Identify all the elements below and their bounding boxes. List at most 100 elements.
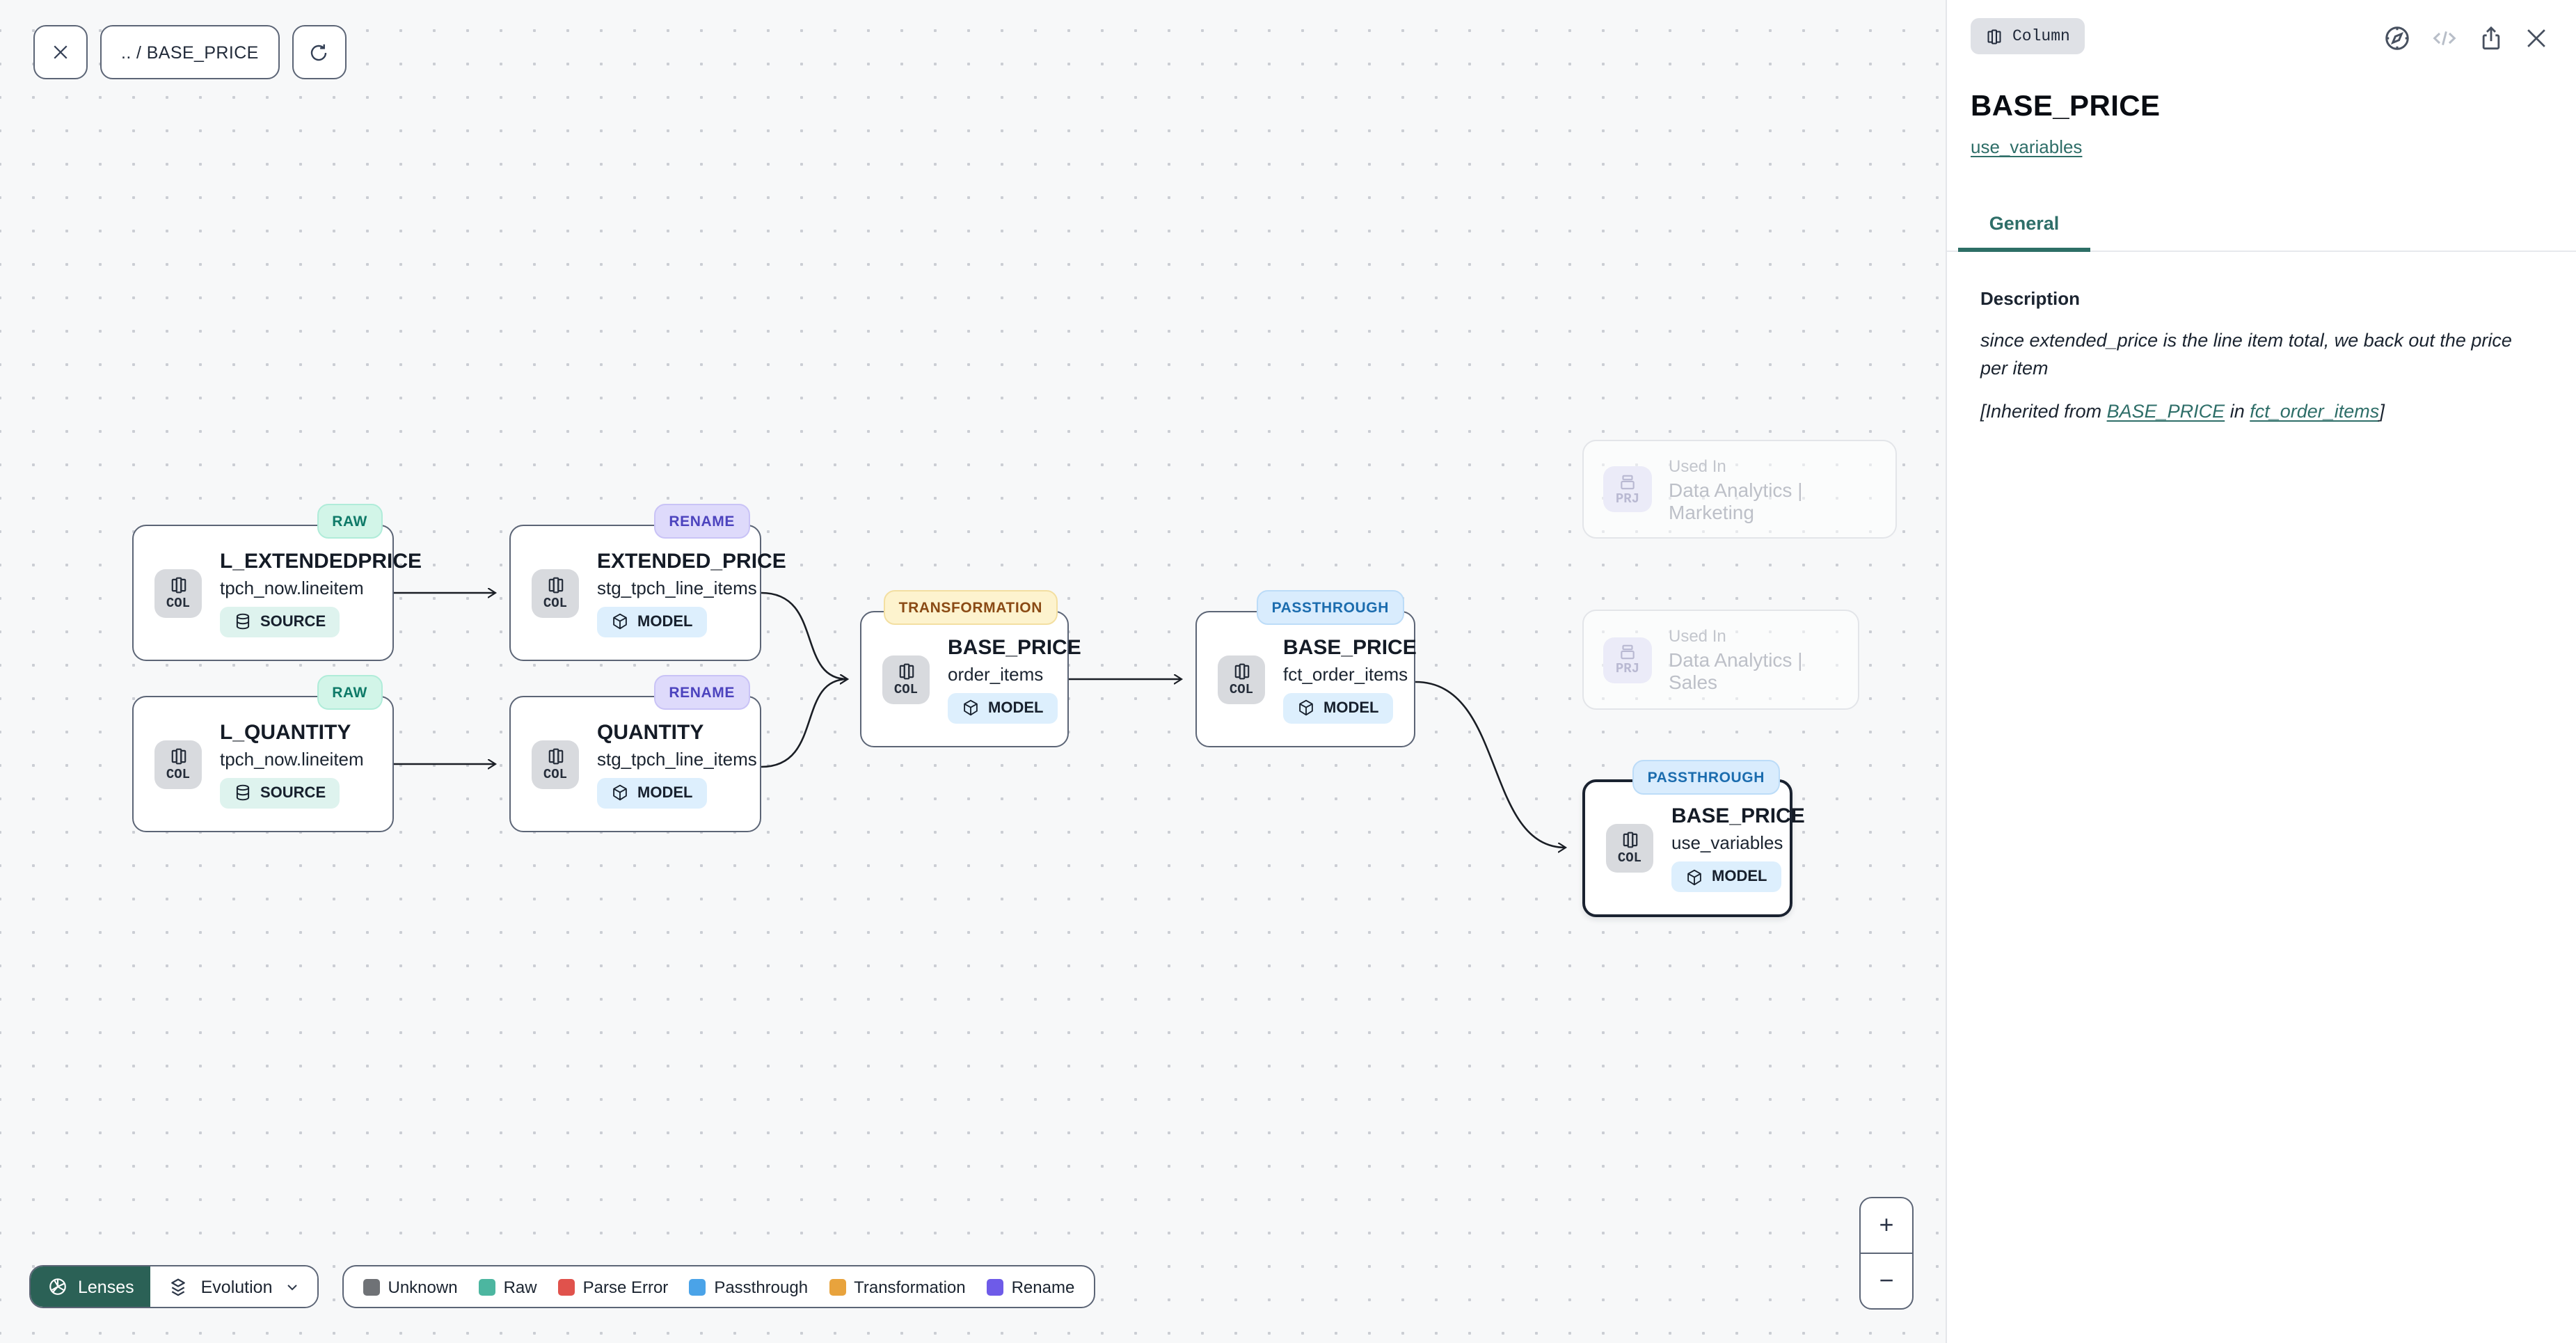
node-title: EXTENDED_PRICE	[597, 549, 740, 573]
column-title: BASE_PRICE	[1971, 90, 2551, 124]
legend-swatch	[987, 1278, 1003, 1295]
entity-type-label: Column	[2012, 27, 2070, 45]
view-code-button[interactable]	[2430, 24, 2459, 53]
column-type-label: COL	[166, 766, 190, 781]
lineage-canvas[interactable]: .. / BASE_PRICE RAW COL L_EXTENDEDPRICE …	[0, 0, 1946, 1343]
project-type-icon: PRJ	[1603, 466, 1652, 512]
zoom-in-button[interactable]: +	[1861, 1198, 1912, 1254]
lenses-button[interactable]: Lenses	[31, 1266, 151, 1307]
node-kind-label: MODEL	[1712, 868, 1767, 885]
column-type-icon: COL	[882, 655, 930, 704]
lens-dropdown[interactable]: Evolution	[151, 1266, 317, 1307]
refresh-icon	[308, 41, 331, 63]
used-in-ghost-node[interactable]: PRJ Used In Data Analytics | Sales	[1582, 610, 1859, 710]
legend-label: Transformation	[854, 1277, 966, 1296]
tab-general-label: General	[1989, 213, 2060, 234]
legend-label: Passthrough	[714, 1277, 808, 1296]
lineage-node[interactable]: TRANSFORMATION COL BASE_PRICE order_item…	[860, 611, 1069, 747]
lineage-node[interactable]: PASSTHROUGH COL BASE_PRICE use_variables…	[1582, 779, 1792, 917]
lineage-kind-badge: RAW	[317, 675, 383, 710]
chevron-down-icon	[284, 1278, 301, 1295]
project-type-label: PRJ	[1616, 661, 1639, 676]
lineage-node[interactable]: RENAME COL QUANTITY stg_tpch_line_items …	[509, 696, 761, 832]
archive-icon	[1619, 643, 1637, 661]
node-body: BASE_PRICE order_items MODEL	[948, 635, 1048, 723]
entity-type-badge: Column	[1971, 18, 2085, 54]
columns-icon	[546, 747, 564, 765]
legend-item: Raw	[479, 1277, 537, 1296]
lenses-label: Lenses	[78, 1277, 134, 1296]
lineage-node[interactable]: RAW COL L_EXTENDEDPRICE tpch_now.lineite…	[132, 525, 394, 661]
lineage-kind-badge: RENAME	[653, 675, 750, 710]
columns-icon	[169, 747, 187, 765]
lineage-node[interactable]: RENAME COL EXTENDED_PRICE stg_tpch_line_…	[509, 525, 761, 661]
used-in-ghost-node[interactable]: PRJ Used In Data Analytics | Marketing	[1582, 440, 1897, 539]
node-subtitle: use_variables	[1671, 832, 1770, 853]
node-kind-chip: MODEL	[597, 777, 706, 808]
database-icon	[234, 784, 252, 802]
columns-icon	[546, 575, 564, 594]
lineage-kind-badge: PASSTHROUGH	[1632, 760, 1780, 795]
zoom-control: + −	[1859, 1197, 1914, 1310]
zoom-out-button[interactable]: −	[1861, 1254, 1912, 1308]
canvas-footer-controls: Lenses Evolution Unknown Raw Parse Error	[29, 1265, 1095, 1308]
close-icon	[50, 42, 71, 63]
column-type-label: COL	[1230, 681, 1253, 697]
node-kind-chip: MODEL	[597, 606, 706, 637]
node-kind-chip: MODEL	[1671, 861, 1781, 892]
description-heading: Description	[1980, 288, 2534, 309]
lineage-kind-badge: TRANSFORMATION	[884, 590, 1058, 625]
layers-icon	[168, 1276, 190, 1298]
inherited-note: [Inherited from BASE_PRICE in fct_order_…	[1980, 401, 2534, 422]
columns-icon	[1986, 27, 2003, 45]
column-type-label: COL	[1618, 850, 1641, 866]
model-cube-icon	[1685, 868, 1703, 886]
column-type-icon: COL	[154, 569, 202, 617]
node-title: L_QUANTITY	[220, 720, 364, 744]
compass-icon	[2383, 24, 2412, 53]
close-panel-button[interactable]	[2523, 25, 2550, 51]
inherited-model-link[interactable]: fct_order_items	[2250, 401, 2379, 422]
legend-label: Unknown	[388, 1277, 458, 1296]
minus-icon: −	[1879, 1266, 1893, 1296]
columns-icon	[1232, 662, 1250, 680]
description-text: since extended_price is the line item to…	[1980, 327, 2531, 383]
model-cube-icon	[962, 699, 980, 717]
panel-content: Description since extended_price is the …	[1947, 252, 2576, 422]
plus-icon: +	[1879, 1211, 1893, 1240]
used-in-project-name: Data Analytics | Marketing	[1669, 478, 1876, 523]
breadcrumb-label: .. / BASE_PRICE	[121, 42, 259, 62]
node-title: QUANTITY	[597, 720, 740, 744]
share-icon	[2477, 24, 2505, 53]
archive-icon	[1619, 472, 1637, 491]
node-title: BASE_PRICE	[1283, 635, 1394, 659]
used-in-project-name: Data Analytics | Sales	[1669, 649, 1838, 693]
lens-control: Lenses Evolution	[29, 1265, 319, 1308]
model-cube-icon	[611, 784, 629, 802]
share-button[interactable]	[2477, 24, 2505, 53]
column-type-icon: COL	[154, 740, 202, 788]
node-kind-label: SOURCE	[260, 613, 326, 630]
tab-general[interactable]: General	[1958, 213, 2090, 251]
explore-button[interactable]	[2383, 24, 2412, 53]
node-body: QUANTITY stg_tpch_line_items MODEL	[597, 720, 740, 808]
lineage-kind-badge: RENAME	[653, 504, 750, 539]
breadcrumb[interactable]: .. / BASE_PRICE	[100, 25, 280, 79]
panel-tabbar: General	[1947, 213, 2576, 252]
inherited-prefix: [Inherited from	[1980, 401, 2107, 422]
lineage-node[interactable]: RAW COL L_QUANTITY tpch_now.lineitem SOU…	[132, 696, 394, 832]
legend-item: Rename	[987, 1277, 1075, 1296]
column-type-label: COL	[894, 681, 918, 697]
node-body: L_EXTENDEDPRICE tpch_now.lineitem SOURCE	[220, 549, 373, 637]
node-body: BASE_PRICE fct_order_items MODEL	[1283, 635, 1394, 723]
node-kind-chip: MODEL	[1283, 692, 1392, 723]
project-type-label: PRJ	[1616, 491, 1639, 506]
node-body: BASE_PRICE use_variables MODEL	[1671, 804, 1770, 892]
refresh-button[interactable]	[292, 25, 347, 79]
column-type-label: COL	[543, 766, 567, 781]
lineage-node[interactable]: PASSTHROUGH COL BASE_PRICE fct_order_ite…	[1195, 611, 1415, 747]
close-lineage-button[interactable]	[33, 25, 88, 79]
model-link[interactable]: use_variables	[1971, 136, 2082, 157]
inherited-column-link[interactable]: BASE_PRICE	[2107, 401, 2225, 422]
legend-label: Rename	[1012, 1277, 1075, 1296]
